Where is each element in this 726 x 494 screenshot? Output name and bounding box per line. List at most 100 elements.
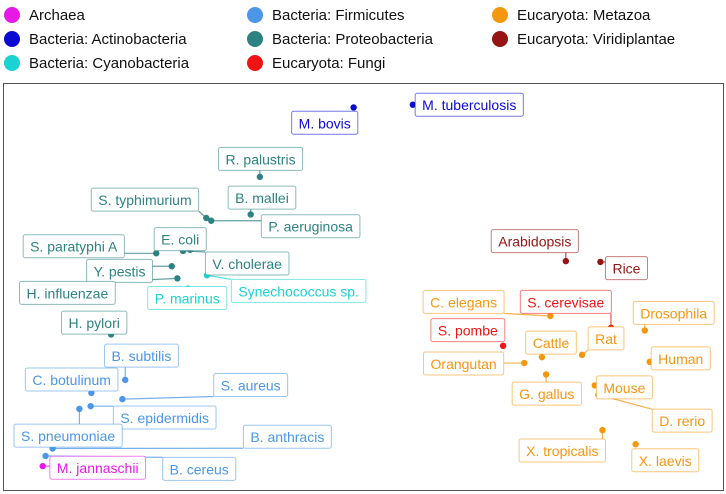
data-point (208, 217, 215, 224)
legend-marker (492, 31, 508, 47)
point-label-box (22, 234, 125, 259)
data-point (174, 275, 181, 282)
data-point (256, 173, 264, 181)
point-label-box (13, 423, 123, 448)
point-label-text: S. aureus (221, 378, 281, 394)
legend-marker (4, 31, 20, 47)
legend-item: Bacteria: Actinobacteria (4, 28, 187, 50)
point-label: S. typhimurium (90, 187, 200, 212)
point-label-text: M. jannaschii (57, 460, 139, 476)
legend-label: Bacteria: Cyanobacteria (29, 54, 190, 72)
point-label-text: C. elegans (430, 294, 497, 310)
point-label: B. anthracis (242, 424, 332, 449)
leader-line (206, 274, 232, 281)
point-label-text: Cattle (533, 335, 570, 351)
point-label-text: Orangutan (431, 356, 497, 372)
point-label-text: E. coli (161, 232, 199, 248)
point-label-box (414, 92, 524, 117)
point-label: Cattle (525, 330, 577, 355)
point-label-text: X. tropicalis (526, 443, 598, 459)
point-label: S. pneumoniae (13, 423, 123, 448)
point-label-text: B. anthracis (250, 429, 324, 445)
point-label-text: Rat (595, 331, 617, 347)
data-point (562, 257, 570, 265)
point-label-box (19, 280, 116, 305)
point-label: S. cerevisae (519, 289, 612, 314)
data-point (578, 351, 586, 359)
point-label-box (587, 326, 625, 351)
point-label: M. bovis (291, 110, 359, 135)
point-label-text: H. influenzae (27, 285, 109, 301)
point-label: C. elegans (422, 289, 505, 314)
data-point (122, 376, 129, 384)
point-label: Rat (587, 326, 625, 351)
point-label: X. laevis (631, 448, 700, 473)
point-label-text: V. cholerae (212, 256, 282, 272)
point-label: S. pombe (430, 318, 506, 343)
point-label-text: S. epidermidis (120, 410, 209, 426)
point-label-box (632, 300, 715, 325)
point-label-box (86, 258, 154, 283)
point-label: R. palustris (218, 146, 304, 171)
legend-item: Eucaryota: Viridiplantae (492, 28, 675, 50)
point-label-box (162, 456, 237, 481)
point-label: E. coli (153, 227, 207, 252)
legend-label: Eucaryota: Fungi (272, 54, 386, 72)
point-label-text: Drosophila (640, 305, 707, 321)
point-label-text: H. pylori (69, 315, 120, 331)
data-point (599, 426, 606, 434)
point-label-box (511, 381, 582, 406)
point-label-box (103, 343, 179, 368)
point-label-box (147, 285, 228, 310)
point-label: P. marinus (147, 285, 228, 310)
legend-label: Eucaryota: Viridiplantae (517, 30, 676, 48)
point-label-text: Human (658, 351, 703, 367)
point-label-box (604, 256, 648, 281)
point-label-box (153, 227, 207, 252)
point-label: M. tuberculosis (414, 92, 524, 117)
point-label-text: G. gallus (519, 386, 574, 402)
data-point (350, 104, 357, 111)
legend-marker (247, 55, 263, 71)
point-label: Orangutan (423, 351, 505, 376)
point-label: Human (650, 346, 711, 371)
point-label-box (213, 373, 289, 397)
point-label-text: Synechococcus sp. (238, 283, 359, 299)
point-label: B. mallei (227, 185, 297, 210)
data-point (168, 263, 175, 270)
point-label: X. tropicalis (518, 438, 606, 463)
data-point (542, 371, 550, 378)
point-label: Mouse (595, 375, 653, 400)
point-label: S. paratyphi A (22, 234, 125, 259)
legend-marker (492, 7, 508, 23)
point-label-box (291, 110, 359, 135)
point-label-text: S. pneumoniae (21, 428, 115, 444)
point-label-text: S. cerevisae (527, 294, 604, 310)
leader-line (504, 312, 551, 317)
point-label-box (525, 330, 577, 355)
legend-item: Bacteria: Proteobacteria (247, 28, 433, 50)
legend-item: Bacteria: Cyanobacteria (4, 52, 189, 74)
data-point (641, 327, 648, 334)
point-label-text: B. mallei (235, 190, 289, 206)
point-label-box (490, 229, 579, 254)
point-label-text: M. bovis (299, 115, 351, 131)
point-label-box (204, 251, 290, 276)
data-point (538, 353, 546, 361)
point-label-text: S. typhimurium (98, 192, 191, 208)
legend-marker (247, 7, 263, 23)
point-label-text: B. subtilis (111, 348, 171, 364)
point-label-box (650, 346, 711, 371)
point-label-text: M. tuberculosis (422, 97, 516, 113)
point-label: C. botulinum (24, 367, 119, 392)
data-point (87, 402, 94, 410)
point-label-box (24, 367, 119, 392)
point-label-text: Rice (612, 261, 640, 277)
plot-area: M. tuberculosis M. bovis R. palustris B. ma… (3, 83, 724, 491)
point-label-box (112, 405, 217, 430)
legend-label: Archaea (29, 6, 85, 24)
point-label-box (61, 310, 128, 335)
legend-item: Archaea (4, 4, 85, 26)
point-label: Rice (604, 256, 648, 281)
legend-item: Eucaryota: Metazoa (492, 4, 650, 26)
